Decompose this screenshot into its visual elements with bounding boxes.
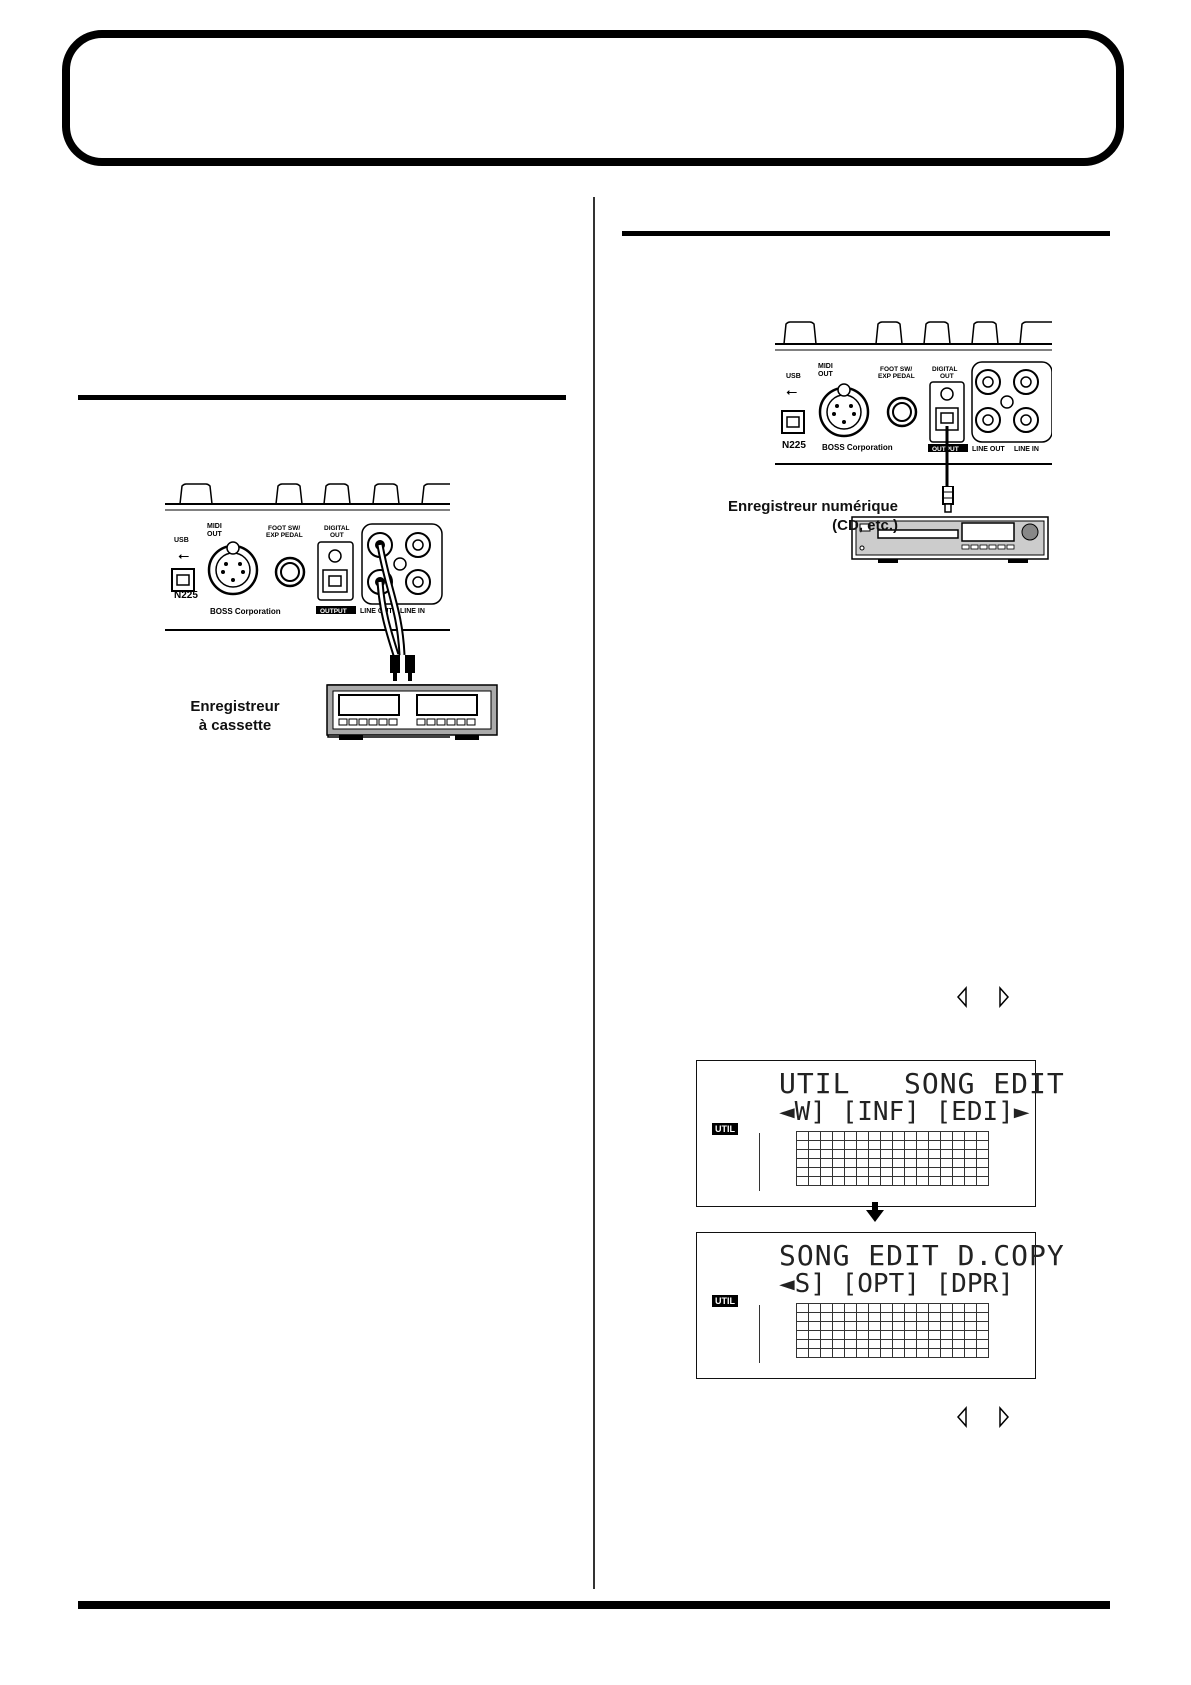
svg-text:OUT: OUT <box>330 532 344 539</box>
model-label-2: N225 <box>782 440 806 451</box>
cursor-left-icon <box>956 986 967 1008</box>
digital-label-line1: Enregistreur numérique <box>727 498 898 515</box>
svg-text:EXP PEDAL: EXP PEDAL <box>878 373 915 380</box>
footer-rule <box>78 1601 1110 1609</box>
section-rule-right <box>622 231 1110 236</box>
usb-label: USB <box>174 537 189 544</box>
output-label: OUTPUT <box>320 608 347 615</box>
svg-text:OUT: OUT <box>818 371 834 378</box>
knobs <box>179 483 450 505</box>
lcd2-grid <box>796 1303 989 1358</box>
svg-text:LINE IN: LINE IN <box>400 608 425 615</box>
usb-icon: ⭠ <box>178 548 189 564</box>
output-label-2: OUTPUT <box>932 446 959 453</box>
cursor-right-icon <box>999 986 1010 1008</box>
svg-text:MIDI: MIDI <box>818 363 833 370</box>
lcd-screen-1: UTIL SONG EDIT ◄W] [INF] [EDI]► UTIL <box>696 1060 1064 1207</box>
section-rule-left <box>78 395 566 400</box>
digital-connection-diagram: USB N225 MIDI OUT FOOT SW/ EXP PEDAL DIG… <box>775 321 1052 491</box>
optical-plug <box>942 486 954 513</box>
down-arrow-icon <box>866 1210 884 1222</box>
svg-text:LINE OUT: LINE OUT <box>972 446 1005 453</box>
cassette-recorder-label: Enregistreur à cassette <box>170 697 300 735</box>
svg-text:EXP PEDAL: EXP PEDAL <box>266 532 303 539</box>
svg-text:FOOT SW/: FOOT SW/ <box>880 366 912 373</box>
cursor-buttons-top <box>956 986 1010 1008</box>
usb-icon-2: ⭠ <box>786 384 797 400</box>
digital-recorder-label: Enregistreur numérique (CD, etc.) <box>700 497 898 535</box>
svg-text:DIGITAL: DIGITAL <box>932 366 958 373</box>
lcd1-grid <box>796 1131 989 1186</box>
lcd2-line2: ◄S] [OPT] [DPR] <box>779 1269 1014 1299</box>
usb-label-2: USB <box>786 373 801 380</box>
lcd1-line2: ◄W] [INF] [EDI]► <box>779 1097 1030 1127</box>
cassette-deck-body <box>326 684 498 740</box>
svg-text:MIDI: MIDI <box>207 523 222 530</box>
brand-label: BOSS Corporation <box>210 607 281 616</box>
cassette-label-line2: à cassette <box>198 717 272 734</box>
digital-label-line2: (CD, etc.) <box>832 517 898 534</box>
lcd-screen-2: SONG EDIT D.COPY ◄S] [OPT] [DPR] UTIL <box>696 1232 1064 1379</box>
svg-text:DIGITAL: DIGITAL <box>324 525 350 532</box>
column-divider <box>593 197 595 1589</box>
lcd1-line1: UTIL SONG EDIT <box>779 1067 1065 1100</box>
cursor-buttons-bottom <box>956 1406 1010 1428</box>
brand-label-2: BOSS Corporation <box>822 443 893 452</box>
util-badge-1: UTIL <box>712 1123 738 1135</box>
lcd2-line1: SONG EDIT D.COPY <box>779 1239 1065 1272</box>
cd-recorder-body <box>851 516 1049 563</box>
svg-text:FOOT SW/: FOOT SW/ <box>268 525 300 532</box>
util-badge-2: UTIL <box>712 1295 738 1307</box>
page-title-frame <box>62 30 1124 166</box>
transition-arrow-stem <box>872 1202 878 1212</box>
cursor-right-icon <box>999 1406 1010 1428</box>
svg-text:LINE OUT: LINE OUT <box>360 608 393 615</box>
cursor-left-icon <box>956 1406 967 1428</box>
svg-text:OUT: OUT <box>207 531 223 538</box>
model-label: N225 <box>174 590 198 601</box>
cassette-label-line1: Enregistreur <box>190 698 280 715</box>
svg-text:LINE IN: LINE IN <box>1014 446 1039 453</box>
svg-text:OUT: OUT <box>940 373 954 380</box>
